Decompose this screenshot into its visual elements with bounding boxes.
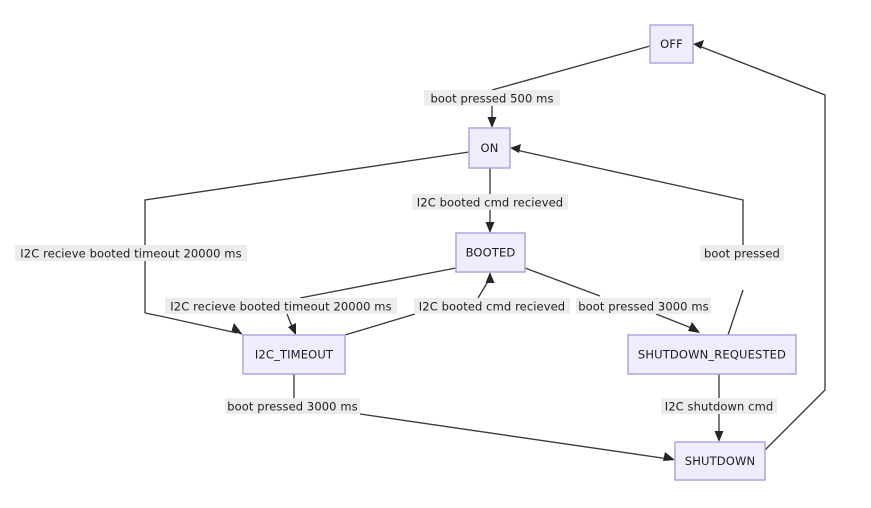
- edge-label-text: I2C shutdown cmd: [665, 399, 774, 413]
- edge-label-text: I2C recieve booted timeout 20000 ms: [20, 246, 241, 260]
- state-node-label: BOOTED: [466, 246, 516, 260]
- edge-label-i2c-booted-cmd-top: I2C booted cmd recieved: [412, 194, 568, 210]
- state-node-shutdown[interactable]: SHUTDOWN: [674, 441, 766, 481]
- state-node-label: SHUTDOWN_REQUESTED: [638, 348, 786, 362]
- edge-label-i2c-booted-cmd-bottom: I2C booted cmd recieved: [414, 298, 570, 314]
- state-node-i2c-timeout[interactable]: I2C_TIMEOUT: [242, 334, 346, 375]
- state-node-off[interactable]: OFF: [649, 24, 694, 64]
- state-node-booted[interactable]: BOOTED: [455, 232, 526, 273]
- edge-i2c-timeout-to-shutdown: [293, 374, 675, 461]
- state-node-label: I2C_TIMEOUT: [255, 348, 334, 362]
- edge-label-text: I2C booted cmd recieved: [417, 195, 563, 209]
- edge-label-boot-pressed-3000-left: boot pressed 3000 ms: [225, 398, 360, 414]
- edge-off-to-on: [487, 45, 651, 128]
- edge-label-text: boot pressed: [704, 246, 780, 260]
- edge-on-to-booted: [485, 168, 495, 233]
- edge-label-text: boot pressed 500 ms: [430, 91, 553, 105]
- edge-label-i2c-shutdown-cmd: I2C shutdown cmd: [661, 398, 777, 414]
- edge-shutdown-to-off: [693, 40, 826, 451]
- edge-label-text: I2C booted cmd recieved: [419, 299, 565, 313]
- edge-label-text: I2C recieve booted timeout 20000 ms: [170, 299, 391, 313]
- state-node-on[interactable]: ON: [468, 127, 511, 169]
- nodes-layer: OFF ON BOOTED I2C_TIMEOUT SHUTDOWN_REQUE…: [242, 24, 797, 481]
- edge-booted-to-shutdown-requested: [524, 267, 700, 333]
- state-node-label: OFF: [660, 37, 683, 51]
- edge-label-boot-pressed-500: boot pressed 500 ms: [424, 90, 560, 106]
- edge-label-i2c-recieve-timeout-mid: I2C recieve booted timeout 20000 ms: [165, 298, 397, 314]
- edge-shutdown-requested-to-shutdown: [714, 374, 724, 442]
- edge-label-boot-pressed: boot pressed: [700, 245, 784, 261]
- edge-shutdown-requested-to-on: [510, 144, 744, 336]
- edge-label-text: boot pressed 3000 ms: [227, 399, 358, 413]
- edge-label-i2c-recieve-timeout-left: I2C recieve booted timeout 20000 ms: [15, 245, 247, 261]
- edge-on-to-i2c-timeout: [144, 151, 470, 335]
- state-node-label: SHUTDOWN: [685, 454, 755, 468]
- edge-labels-layer: boot pressed 500 ms I2C booted cmd recie…: [15, 90, 784, 414]
- edge-label-text: boot pressed 3000 ms: [578, 299, 709, 313]
- edges-layer: [144, 40, 826, 461]
- edge-label-boot-pressed-3000-top: boot pressed 3000 ms: [576, 298, 711, 314]
- edge-i2c-timeout-to-booted: [344, 272, 495, 336]
- state-node-shutdown-requested[interactable]: SHUTDOWN_REQUESTED: [627, 334, 797, 375]
- edge-booted-to-i2c-timeout: [286, 267, 457, 335]
- state-node-label: ON: [481, 141, 499, 155]
